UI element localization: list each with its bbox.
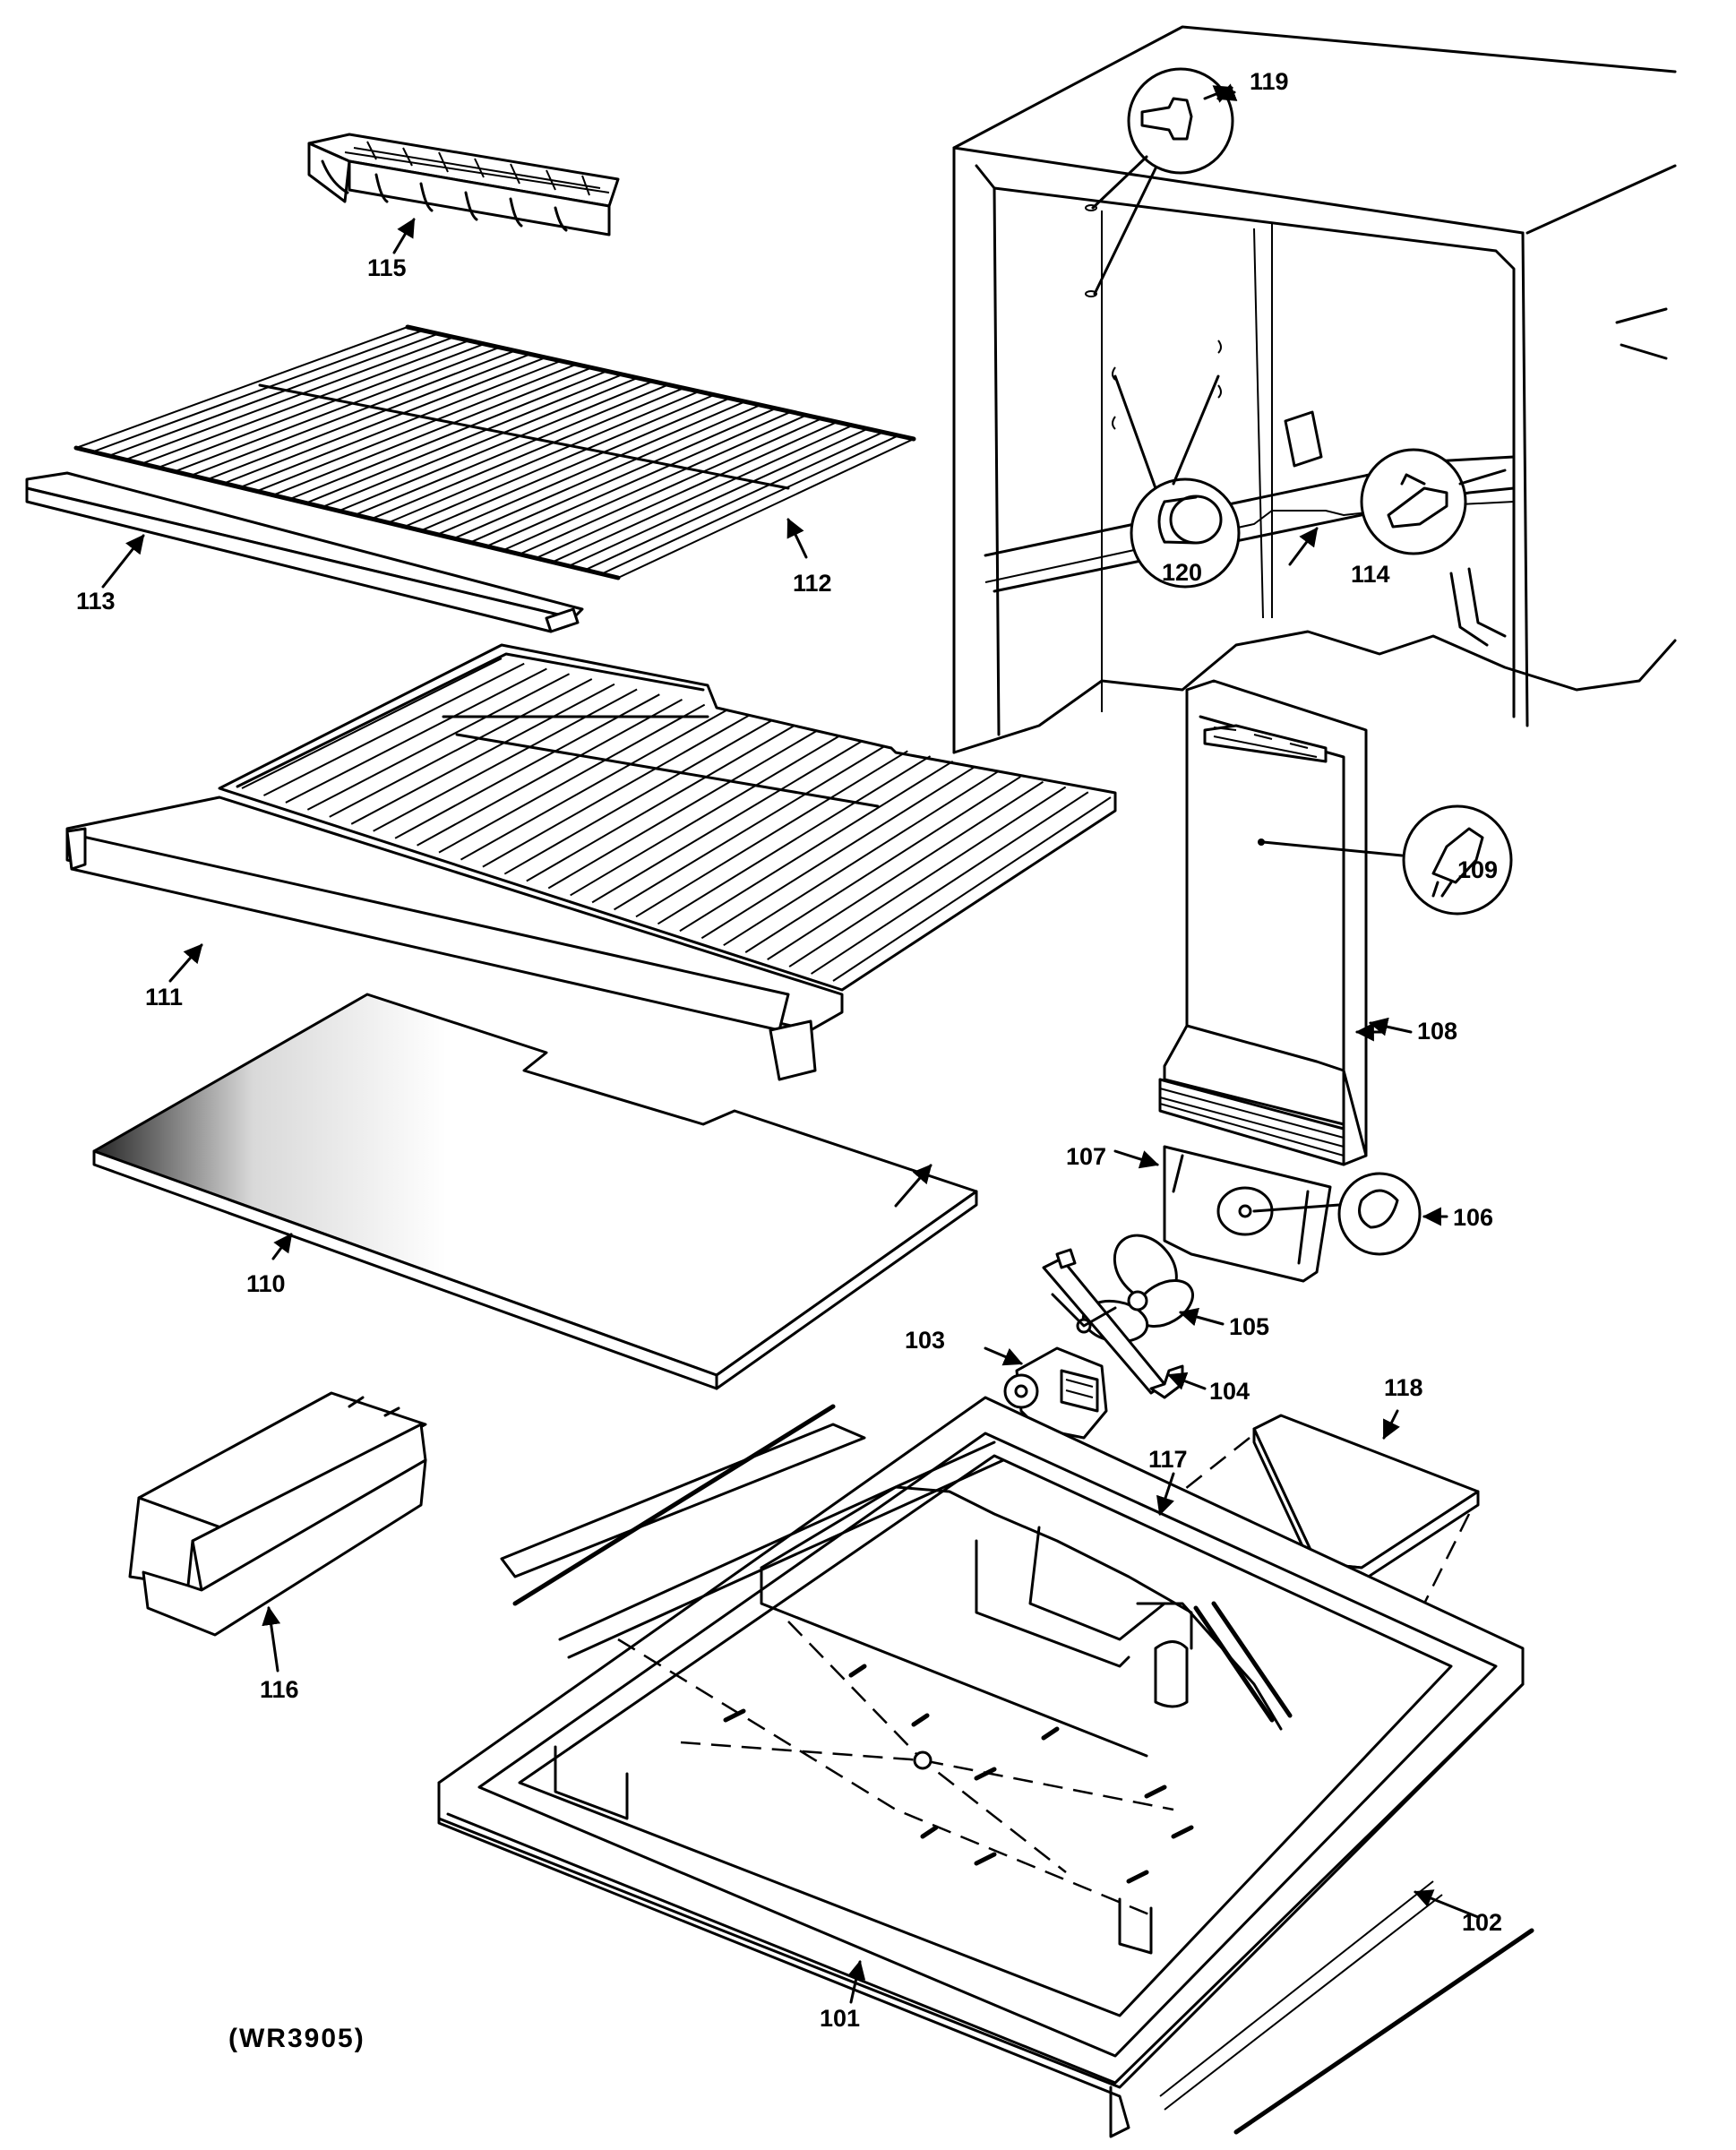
label-110: 110 <box>246 1270 286 1297</box>
shelf-rib <box>767 780 1044 960</box>
shelf-rib <box>657 755 932 925</box>
shelf-rib <box>526 724 795 882</box>
label-109: 109 <box>1457 856 1498 883</box>
duct-cover-drawing <box>1158 679 1513 1166</box>
label-118: 118 <box>1384 1374 1423 1401</box>
shelf-rib <box>635 750 908 918</box>
shelf-frame-drawing <box>65 643 1117 1081</box>
shelf-rib <box>547 729 819 890</box>
shelf-wire <box>420 397 730 532</box>
label-117: 117 <box>1148 1446 1188 1473</box>
shelf-wire <box>387 391 700 524</box>
shelf-wire <box>371 387 684 520</box>
shelf-rib <box>285 667 547 804</box>
shelf-rib <box>614 744 886 911</box>
label-107: 107 <box>1066 1143 1106 1170</box>
shelf-wire <box>535 421 838 559</box>
shelf-rib <box>394 693 660 839</box>
shelf-wire <box>256 363 577 493</box>
shelf-rib <box>723 770 999 947</box>
shelf-wire <box>552 424 853 563</box>
storage-bin-drawing <box>128 1391 427 1637</box>
shelf-rib <box>570 735 841 897</box>
glass-panel-drawing <box>92 993 978 1390</box>
shelf-rib <box>262 662 525 796</box>
shelf-wire <box>436 400 746 536</box>
label-114: 114 <box>1351 561 1390 588</box>
shelf-wire <box>355 383 669 516</box>
shelf-rib <box>679 760 954 933</box>
shelf-wire <box>584 431 884 572</box>
shelf-wire <box>174 346 501 473</box>
shelf-wire <box>568 427 869 567</box>
cabinet-interior-drawing <box>952 25 1677 754</box>
shelf-rib <box>306 673 571 811</box>
shelf-wire <box>519 417 822 555</box>
label-112: 112 <box>793 570 832 597</box>
shelf-wire <box>141 340 469 465</box>
shelf-wire <box>469 407 777 544</box>
shelf-wire <box>125 336 454 461</box>
shelf-rib <box>438 703 706 854</box>
label-120: 120 <box>1162 559 1202 586</box>
shelf-wire <box>288 370 607 501</box>
label-113: 113 <box>76 588 116 615</box>
shelf-trim-drawing <box>25 471 584 633</box>
shelf-wire <box>272 366 592 496</box>
label-101: 101 <box>820 2005 860 2032</box>
motor-bracket-drawing <box>1042 1248 1184 1399</box>
label-108: 108 <box>1417 1018 1457 1045</box>
shelf-wire <box>601 434 899 575</box>
label-116: 116 <box>260 1676 299 1703</box>
fan-motor-drawing <box>1003 1346 1108 1440</box>
shelf-wire <box>108 332 439 457</box>
shelf-wire <box>239 359 562 488</box>
shelf-wire <box>223 357 546 485</box>
shelf-wire <box>207 353 531 481</box>
label-115: 115 <box>367 254 407 281</box>
label-106: 106 <box>1453 1204 1493 1231</box>
shelf-rib <box>417 699 683 847</box>
shelf-wire <box>338 380 654 512</box>
label-103: 103 <box>905 1327 945 1354</box>
shelf-rib <box>373 688 638 832</box>
label-119: 119 <box>1250 68 1289 95</box>
shelf-rib <box>744 776 1021 953</box>
shelf-wire <box>453 404 761 539</box>
shelf-rib <box>788 786 1067 968</box>
shelf-rib <box>503 719 773 875</box>
shelf-rib <box>241 658 503 789</box>
label-105: 105 <box>1229 1313 1269 1340</box>
shelf-rib <box>811 791 1089 975</box>
shelf-wire <box>305 374 623 504</box>
ice-tray-drawing <box>307 133 620 236</box>
shelf-rib <box>329 678 593 818</box>
shelf-wire <box>322 376 639 508</box>
shelf-wire <box>190 349 516 477</box>
freezer-liner-drawing <box>437 1396 1534 2138</box>
shelf-wire <box>486 410 792 547</box>
shelf-rib <box>482 714 751 868</box>
shelf-wire <box>91 329 424 453</box>
wire-shelf-drawing <box>73 324 916 580</box>
shelf-wire <box>503 414 807 552</box>
shelf-rib <box>350 683 615 825</box>
shelf-rib <box>591 739 864 904</box>
label-102: 102 <box>1462 1909 1502 1936</box>
label-104: 104 <box>1209 1378 1250 1405</box>
shelf-wire <box>158 343 485 469</box>
shelf-wire <box>617 438 915 579</box>
diagram-code: (WR3905) <box>228 2024 365 2053</box>
shelf-wire <box>75 326 408 449</box>
part-labels: 115 112 113 111 110 116 119 120 114 109 … <box>76 68 1502 2053</box>
shelf-rib <box>700 765 976 940</box>
fan-bracket-drawing <box>1163 1145 1422 1283</box>
shelf-rib <box>460 709 728 861</box>
label-111: 111 <box>145 984 183 1010</box>
shelf-wire <box>404 393 715 528</box>
shelf-rib <box>832 796 1112 982</box>
leader-arrows <box>101 83 1480 2004</box>
